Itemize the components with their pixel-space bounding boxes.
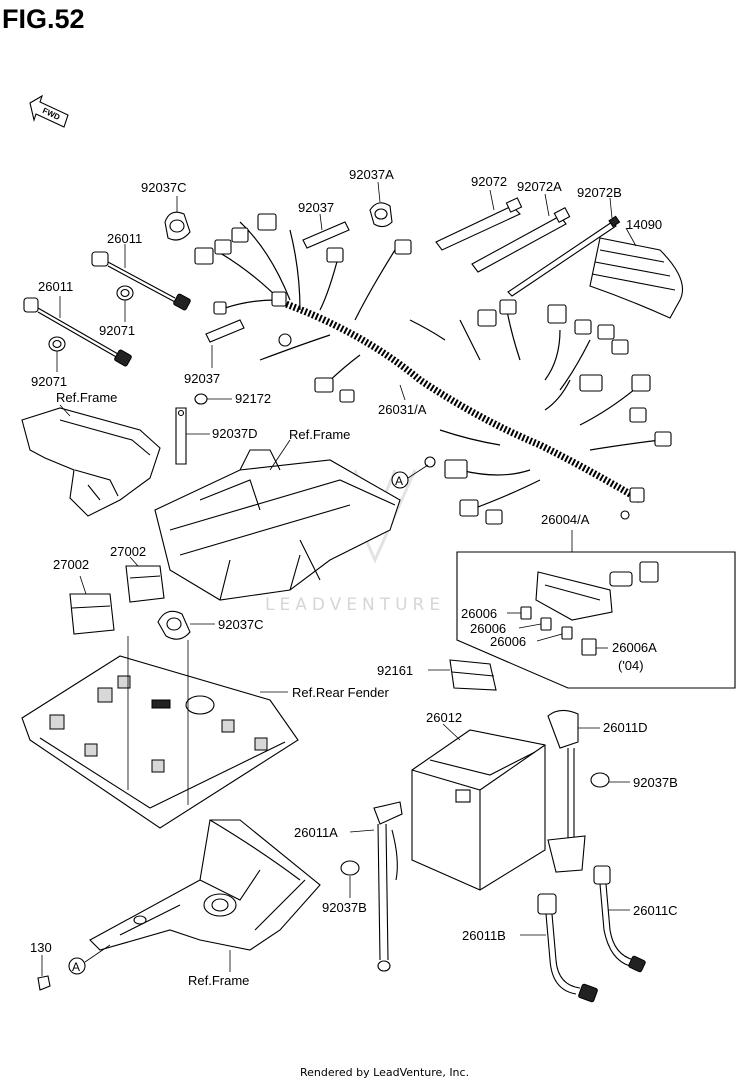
part-26006-c: 26006: [490, 634, 526, 649]
band-92037D: [175, 407, 210, 465]
ref-frame-top-mid: Ref.Frame: [289, 427, 350, 442]
part-130: 130: [30, 940, 52, 955]
part-92037A: 92037A: [349, 167, 394, 182]
part-92071-lower: 92071: [31, 374, 67, 389]
part-26012: 26012: [426, 710, 462, 725]
callout-a-upper-label: A: [395, 474, 403, 488]
part-27002-left: 27002: [53, 557, 89, 572]
cable-26011D: [547, 709, 600, 873]
part-26011B: 26011B: [462, 928, 506, 943]
grommet-92071-upper: [116, 285, 134, 322]
ref-frame-bottom: Ref.Frame: [188, 973, 249, 988]
part-92072B: 92072B: [577, 185, 622, 200]
band-92037: [302, 213, 350, 249]
part-92037C-top: 92037C: [141, 180, 187, 195]
fwd-arrow-icon: FWD: [29, 94, 69, 128]
part-26004A: 26004/A: [541, 512, 590, 527]
part-92037-lower: 92037: [184, 371, 220, 386]
cable-26011A: [349, 801, 403, 972]
part-26006-b: 26006: [470, 621, 506, 636]
clamp-92037B-right: [590, 772, 630, 788]
lead-wire-26011-lower: [23, 296, 132, 367]
footer-credit: Rendered by LeadVenture, Inc.: [300, 1066, 470, 1079]
figure-title: FIG.52: [2, 4, 85, 34]
callout-a-lower-label: A: [72, 960, 80, 974]
part-26031A: 26031/A: [378, 402, 427, 417]
frame-assembly: [154, 439, 401, 601]
part-26011-lower: 26011: [38, 279, 73, 294]
clamp-92037A: [369, 181, 393, 228]
harness-box-26004A: [456, 530, 736, 689]
frame-bracket-top-left: [21, 404, 161, 517]
part-92161: 92161: [377, 663, 413, 678]
cover-92161: [428, 659, 497, 691]
rear-fender-tray: [21, 636, 299, 829]
screw-92172: [194, 393, 232, 405]
bolt-130: [37, 955, 51, 991]
part-92072: 92072: [471, 174, 507, 189]
cable-26011C: [593, 865, 646, 973]
callout-a-upper: A: [391, 464, 429, 489]
cable-tie-92072A: [471, 193, 571, 273]
part-92037B-right: 92037B: [633, 775, 678, 790]
frame-bracket-bottom: [89, 819, 321, 972]
part-26006A: 26006A: [612, 640, 657, 655]
cable-tie-92072: [435, 189, 523, 251]
part-26011-upper: 26011: [107, 231, 142, 246]
relay-27002-left: [69, 575, 115, 635]
band-92037-lower: [205, 319, 245, 368]
part-92037C-mid: 92037C: [218, 617, 264, 632]
cable-tie-92072B: [507, 197, 621, 297]
part-92037D: 92037D: [212, 426, 258, 441]
main-harness-26031A: [194, 213, 672, 525]
part-26006-a: 26006: [461, 606, 497, 621]
ref-frame-top-left: Ref.Frame: [56, 390, 117, 405]
part-26011A: 26011A: [294, 825, 338, 840]
part-14090: 14090: [626, 217, 662, 232]
clamp-92037B-left: [340, 860, 360, 898]
part-92037-top: 92037: [298, 200, 334, 215]
part-92072A: 92072A: [517, 179, 562, 194]
lead-wire-26011-upper: [91, 244, 191, 311]
cover-14090: [589, 227, 684, 319]
cable-26011B: [520, 893, 598, 1003]
clamp-92037C-mid: [157, 610, 215, 640]
part-92037B-left: 92037B: [322, 900, 367, 915]
part-26011D: 26011D: [603, 720, 648, 735]
relay-27002-right: [125, 556, 165, 603]
part-92071-upper: 92071: [99, 323, 135, 338]
clamp-92037C-top: [164, 196, 191, 241]
ref-rear-fender: Ref.Rear Fender: [292, 685, 389, 700]
battery-26012: [411, 723, 546, 891]
grommet-92071-lower: [48, 336, 66, 372]
part-27002-right: 27002: [110, 544, 146, 559]
fuses-26006: [507, 606, 608, 656]
callout-a-lower: A: [68, 944, 111, 975]
part-26011C: 26011C: [633, 903, 678, 918]
part-92172: 92172: [235, 391, 271, 406]
watermark-text: LEADVENTURE: [265, 595, 445, 615]
part-26006A-note: ('04): [618, 658, 644, 673]
